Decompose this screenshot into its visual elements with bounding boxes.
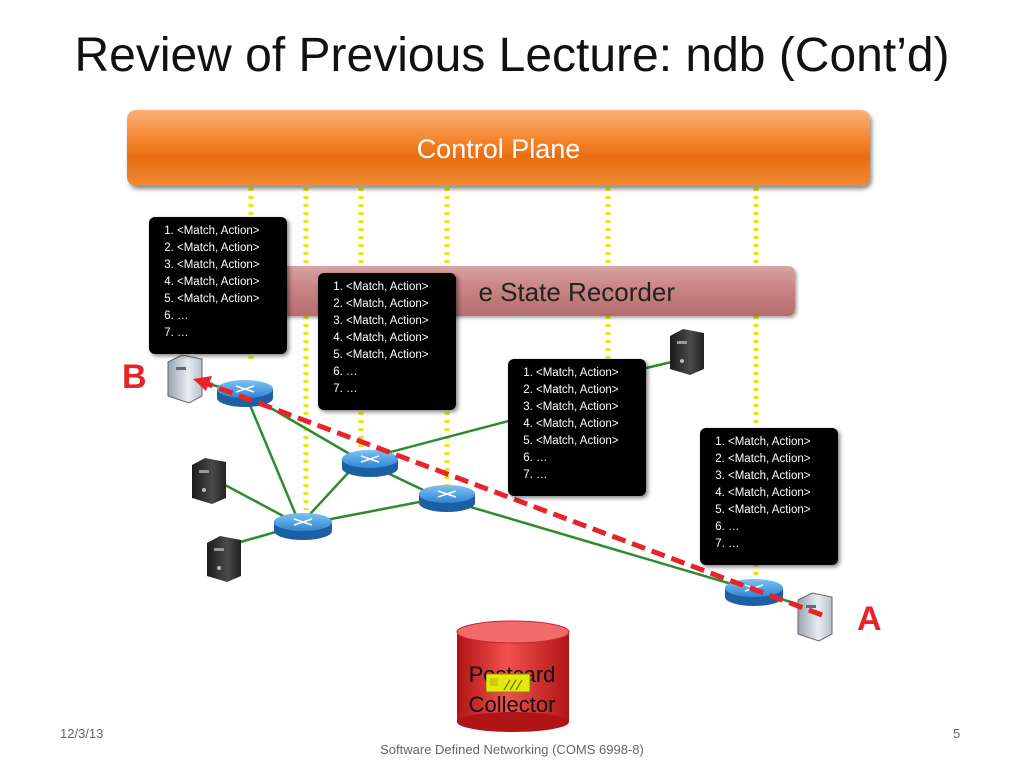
- label-a: A: [857, 600, 882, 638]
- collector-label: Postcard Collector: [446, 660, 578, 720]
- flow-table-entry: <Match, Action>: [346, 330, 450, 347]
- server-icon: [797, 592, 833, 642]
- packet-path: [193, 376, 823, 618]
- flow-table-entry: <Match, Action>: [728, 468, 832, 485]
- control-plane-label: Control Plane: [416, 134, 581, 164]
- slide-title: Review of Previous Lecture: ndb (Cont’d): [74, 29, 950, 82]
- flow-table: <Match, Action><Match, Action><Match, Ac…: [149, 217, 287, 354]
- server-icon: [207, 536, 241, 582]
- server-icon: [670, 329, 704, 375]
- page-number: 5: [953, 726, 961, 741]
- flow-table-entry: <Match, Action>: [177, 223, 281, 240]
- flow-table-entry: …: [728, 519, 832, 536]
- flow-table: <Match, Action><Match, Action><Match, Ac…: [700, 428, 838, 565]
- flow-table: <Match, Action><Match, Action><Match, Ac…: [318, 273, 456, 410]
- router-icon: [342, 450, 398, 477]
- flow-table-entry: <Match, Action>: [346, 347, 450, 364]
- flow-table-entry: <Match, Action>: [728, 451, 832, 468]
- flow-table: <Match, Action><Match, Action><Match, Ac…: [508, 359, 646, 496]
- flow-table-entry: <Match, Action>: [177, 274, 281, 291]
- flow-table-entry: <Match, Action>: [728, 485, 832, 502]
- flow-table-entry: …: [177, 308, 281, 325]
- state-recorder-label: e State Recorder: [478, 277, 675, 307]
- flow-table-entry: <Match, Action>: [346, 296, 450, 313]
- flow-table-entry: …: [177, 325, 281, 342]
- flow-table-entry: <Match, Action>: [346, 279, 450, 296]
- flow-table-entry: <Match, Action>: [177, 257, 281, 274]
- postcard-icon: [486, 673, 531, 693]
- flow-table-entry: <Match, Action>: [536, 433, 640, 450]
- server-icon: [167, 354, 203, 404]
- flow-table-entry: <Match, Action>: [728, 434, 832, 451]
- router-icon: [419, 485, 475, 512]
- control-plane-bar: Control Plane: [127, 110, 870, 186]
- flow-table-entry: …: [728, 536, 832, 553]
- flow-table-entry: <Match, Action>: [536, 416, 640, 433]
- router-icon: [274, 513, 332, 540]
- flow-table-entry: …: [536, 467, 640, 484]
- label-b: B: [122, 358, 147, 396]
- flow-table-entry: …: [346, 381, 450, 398]
- flow-table-entry: <Match, Action>: [728, 502, 832, 519]
- footer-date: 12/3/13: [60, 726, 104, 741]
- flow-table-entry: <Match, Action>: [346, 313, 450, 330]
- server-icon: [192, 458, 226, 504]
- flow-table-entry: <Match, Action>: [536, 399, 640, 416]
- flow-table-entry: <Match, Action>: [177, 291, 281, 308]
- footer-title: Software Defined Networking (COMS 6998-8…: [380, 742, 644, 757]
- flow-table-entry: <Match, Action>: [177, 240, 281, 257]
- flow-table-entry: <Match, Action>: [536, 382, 640, 399]
- flow-table-entry: …: [536, 450, 640, 467]
- flow-table-entry: …: [346, 364, 450, 381]
- flow-table-entry: <Match, Action>: [536, 365, 640, 382]
- collector-label-line2: Collector: [468, 692, 556, 717]
